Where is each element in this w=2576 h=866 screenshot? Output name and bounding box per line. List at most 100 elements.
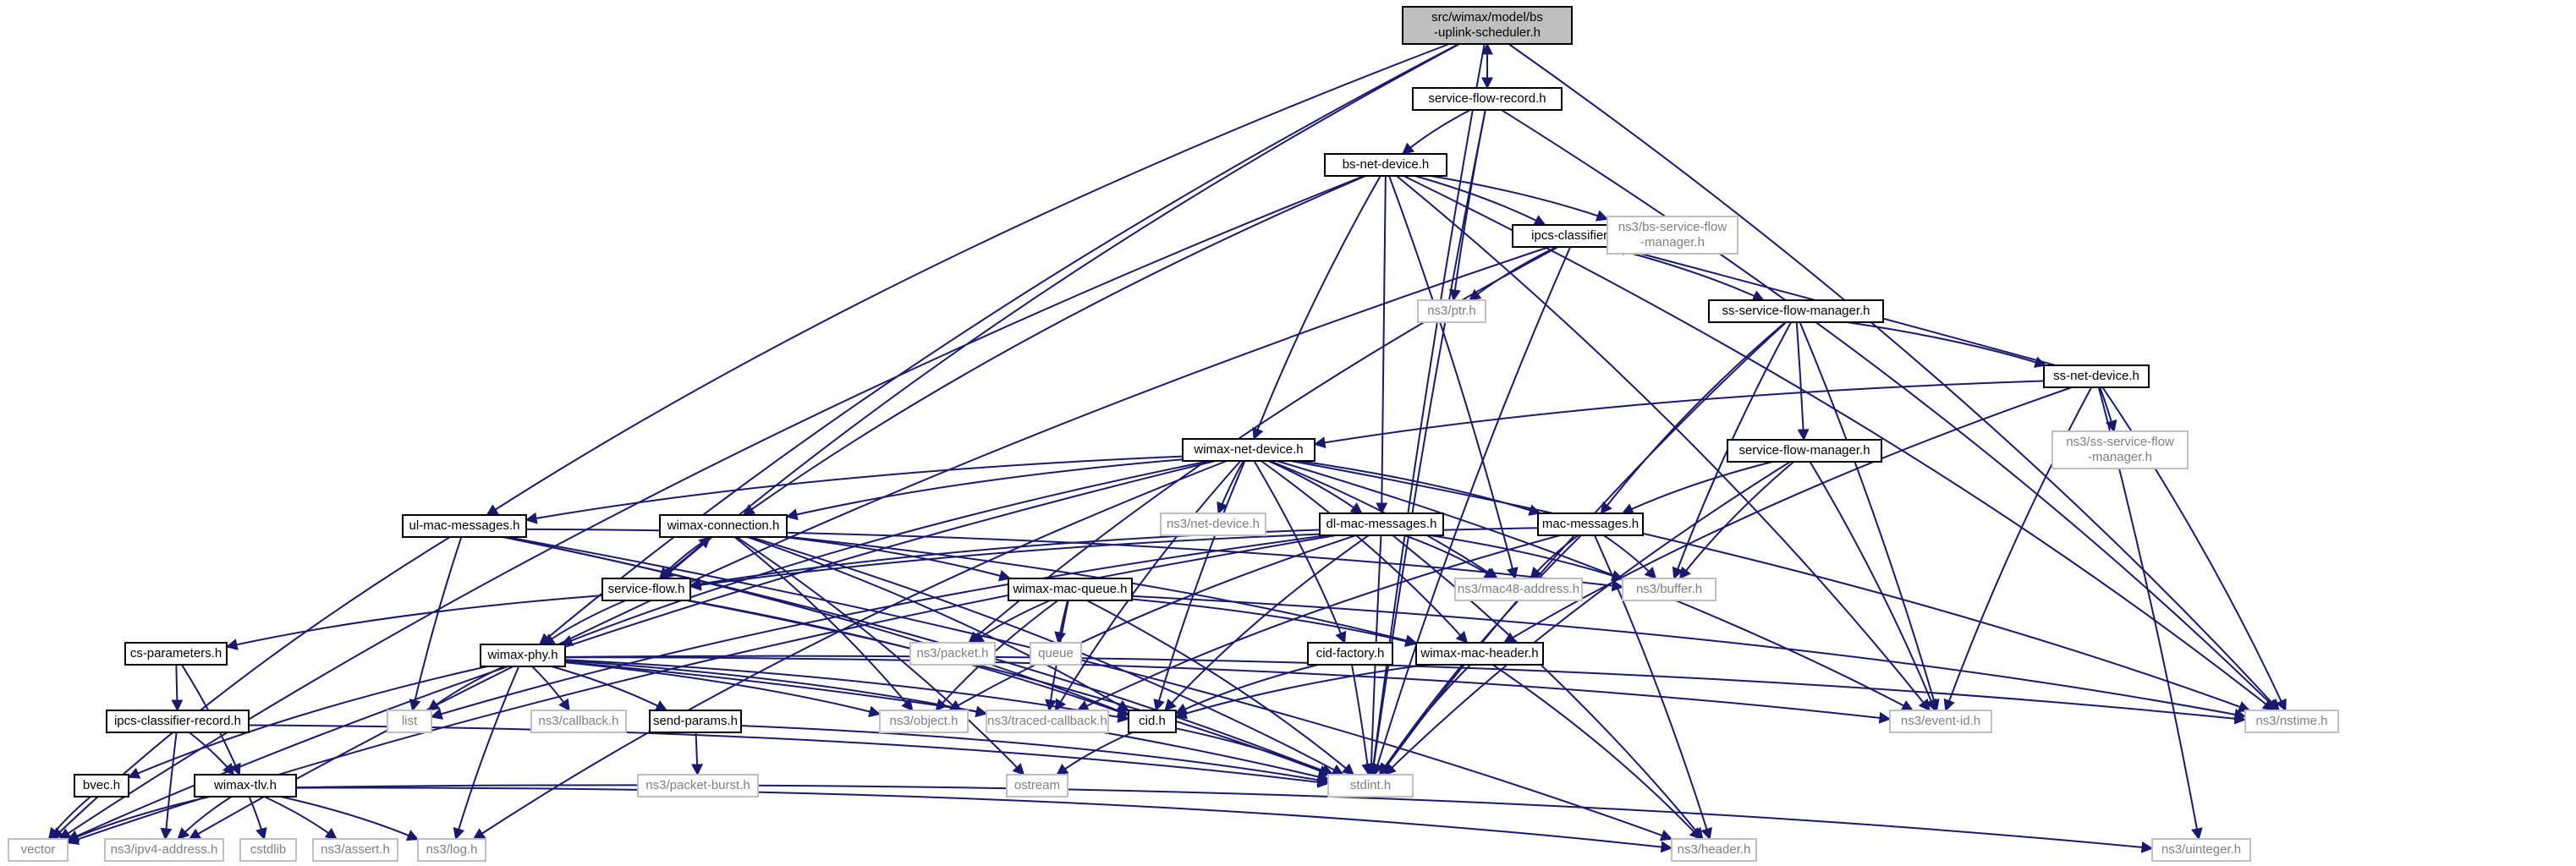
node-buffer[interactable]: ns3/buffer.h bbox=[1622, 578, 1716, 601]
node-uint[interactable]: ns3/uinteger.h bbox=[2151, 838, 2251, 862]
node-focus[interactable]: src/wimax/model/bs-uplink-scheduler.h bbox=[1402, 6, 1573, 45]
edge-sflow-to-csp bbox=[225, 595, 603, 650]
node-label: -manager.h bbox=[2088, 450, 2152, 464]
node-sssfmx[interactable]: ns3/ss-service-flow-manager.h bbox=[2051, 430, 2189, 469]
node-box bbox=[106, 710, 250, 733]
node-nsnd[interactable]: ns3/net-device.h bbox=[1160, 512, 1266, 536]
edge-wnd-to-wmh bbox=[1261, 460, 1469, 644]
node-wmh[interactable]: wimax-mac-header.h bbox=[1415, 642, 1544, 666]
edge-wnd-to-ulmm bbox=[525, 455, 1184, 524]
node-log[interactable]: ns3/log.h bbox=[417, 838, 486, 862]
node-csp[interactable]: cs-parameters.h bbox=[124, 642, 228, 666]
node-box bbox=[637, 774, 759, 797]
node-label: ul-mac-messages.h bbox=[409, 518, 520, 533]
node-assert[interactable]: ns3/assert.h bbox=[312, 838, 398, 862]
node-label: cid.h bbox=[1139, 714, 1166, 728]
node-nstime[interactable]: ns3/nstime.h bbox=[2244, 710, 2339, 733]
node-box bbox=[879, 710, 969, 733]
node-obj[interactable]: ns3/object.h bbox=[879, 710, 969, 733]
edge-wmh-to-header bbox=[1491, 664, 1702, 841]
edge-macm-to-header bbox=[1594, 534, 1712, 841]
node-tcb[interactable]: ns3/traced-callback.h bbox=[986, 710, 1109, 733]
node-ptr[interactable]: ns3/ptr.h bbox=[1417, 299, 1486, 323]
node-sfm[interactable]: service-flow-manager.h bbox=[1727, 439, 1882, 463]
node-stdint[interactable]: stdint.h bbox=[1327, 774, 1414, 797]
edge-wphy-to-cb bbox=[531, 666, 570, 712]
edge-cidf-to-stdint bbox=[1351, 664, 1374, 776]
node-label: cs-parameters.h bbox=[130, 646, 222, 660]
node-sendp[interactable]: send-params.h bbox=[649, 710, 742, 733]
node-wtlv[interactable]: wimax-tlv.h bbox=[194, 774, 297, 797]
node-cb[interactable]: ns3/callback.h bbox=[530, 710, 627, 733]
node-label: wimax-tlv.h bbox=[213, 778, 277, 792]
edge-bsnd-to-bssfm bbox=[1430, 175, 1609, 222]
edge-icr-to-ipv4 bbox=[160, 732, 178, 841]
node-sfr[interactable]: service-flow-record.h bbox=[1412, 87, 1563, 111]
edge-icr-to-wtlv bbox=[189, 732, 235, 776]
node-vector[interactable]: vector bbox=[8, 838, 69, 862]
node-mac48[interactable]: ns3/mac48-address.h bbox=[1454, 578, 1583, 601]
node-queue[interactable]: queue bbox=[1030, 642, 1082, 666]
edge-ssnd-to-nstime bbox=[2101, 386, 2287, 712]
node-cstdlib[interactable]: cstdlib bbox=[239, 838, 297, 862]
node-box bbox=[659, 514, 788, 538]
edge-cid-to-stdint bbox=[1175, 727, 1335, 776]
node-label: ns3/event-id.h bbox=[1901, 714, 1980, 728]
node-wmq[interactable]: wimax-mac-queue.h bbox=[1008, 578, 1133, 601]
node-box bbox=[1128, 710, 1177, 733]
node-bssfm[interactable]: ns3/bs-service-flow-manager.h bbox=[1607, 216, 1738, 255]
node-label: wimax-mac-header.h bbox=[1420, 646, 1538, 660]
node-macm[interactable]: mac-messages.h bbox=[1537, 512, 1644, 536]
node-packet[interactable]: ns3/packet.h bbox=[909, 642, 996, 666]
node-dlmm[interactable]: dl-mac-messages.h bbox=[1319, 512, 1444, 536]
node-bvec[interactable]: bvec.h bbox=[74, 774, 129, 797]
node-label: queue bbox=[1038, 646, 1074, 660]
node-box bbox=[1622, 578, 1716, 601]
node-cid[interactable]: cid.h bbox=[1128, 710, 1177, 733]
edge-wmq-to-wmh bbox=[1131, 598, 1418, 648]
node-header[interactable]: ns3/header.h bbox=[1671, 838, 1757, 862]
node-label: ns3/bs-service-flow bbox=[1618, 220, 1727, 234]
edge-wnd-to-dlmm bbox=[1267, 460, 1363, 514]
node-ulmm[interactable]: ul-mac-messages.h bbox=[402, 514, 527, 538]
edge-bsnd-to-wconn bbox=[742, 175, 1366, 516]
node-label: ns3/mac48-address.h bbox=[1458, 582, 1579, 596]
node-wconn[interactable]: wimax-connection.h bbox=[659, 514, 788, 538]
node-wphy[interactable]: wimax-phy.h bbox=[480, 644, 566, 667]
node-label: stdint.h bbox=[1350, 778, 1391, 792]
edge-cid-to-ostream bbox=[1056, 732, 1134, 776]
node-box bbox=[649, 710, 742, 733]
edge-sssfm-to-sfm bbox=[1795, 321, 1810, 441]
node-list[interactable]: list bbox=[387, 710, 432, 733]
node-box bbox=[1327, 774, 1414, 797]
node-eventid[interactable]: ns3/event-id.h bbox=[1889, 710, 1992, 733]
edge-wconn-to-obj bbox=[733, 536, 914, 712]
node-label: bs-net-device.h bbox=[1343, 157, 1430, 172]
node-wnd[interactable]: wimax-net-device.h bbox=[1182, 438, 1315, 462]
node-ostream[interactable]: ostream bbox=[1006, 774, 1068, 797]
edge-wphy-to-log bbox=[453, 666, 520, 841]
edge-wnd-to-nsnd bbox=[1217, 460, 1244, 515]
node-box bbox=[1889, 710, 1992, 733]
node-sflow[interactable]: service-flow.h bbox=[601, 578, 691, 601]
node-ssnd[interactable]: ss-net-device.h bbox=[2043, 364, 2150, 388]
node-cidf[interactable]: cid-factory.h bbox=[1307, 642, 1393, 666]
node-label: vector bbox=[21, 842, 56, 857]
node-label: cstdlib bbox=[250, 842, 287, 857]
edge-wnd-to-nstime bbox=[1290, 460, 2251, 713]
node-sssfm[interactable]: ss-service-flow-manager.h bbox=[1708, 299, 1884, 323]
edge-focus-to-stdint bbox=[1367, 43, 1486, 776]
node-label: -manager.h bbox=[1640, 235, 1705, 249]
node-pburst[interactable]: ns3/packet-burst.h bbox=[637, 774, 759, 797]
node-label: -uplink-scheduler.h bbox=[1434, 25, 1541, 40]
node-ipv4[interactable]: ns3/ipv4-address.h bbox=[104, 838, 224, 862]
node-bsnd[interactable]: bs-net-device.h bbox=[1324, 153, 1447, 177]
edge-focus-to-ulmm bbox=[486, 43, 1450, 516]
node-icr[interactable]: ipcs-classifier-record.h bbox=[106, 710, 250, 733]
node-box bbox=[104, 838, 224, 862]
node-box bbox=[530, 710, 627, 733]
edge-ipcs-to-ipv4 bbox=[188, 246, 1550, 840]
edge-wphy-to-bvec bbox=[127, 666, 488, 779]
edge-wphy-to-tcb bbox=[564, 660, 988, 718]
edge-wphy-to-nstime bbox=[564, 655, 2247, 725]
